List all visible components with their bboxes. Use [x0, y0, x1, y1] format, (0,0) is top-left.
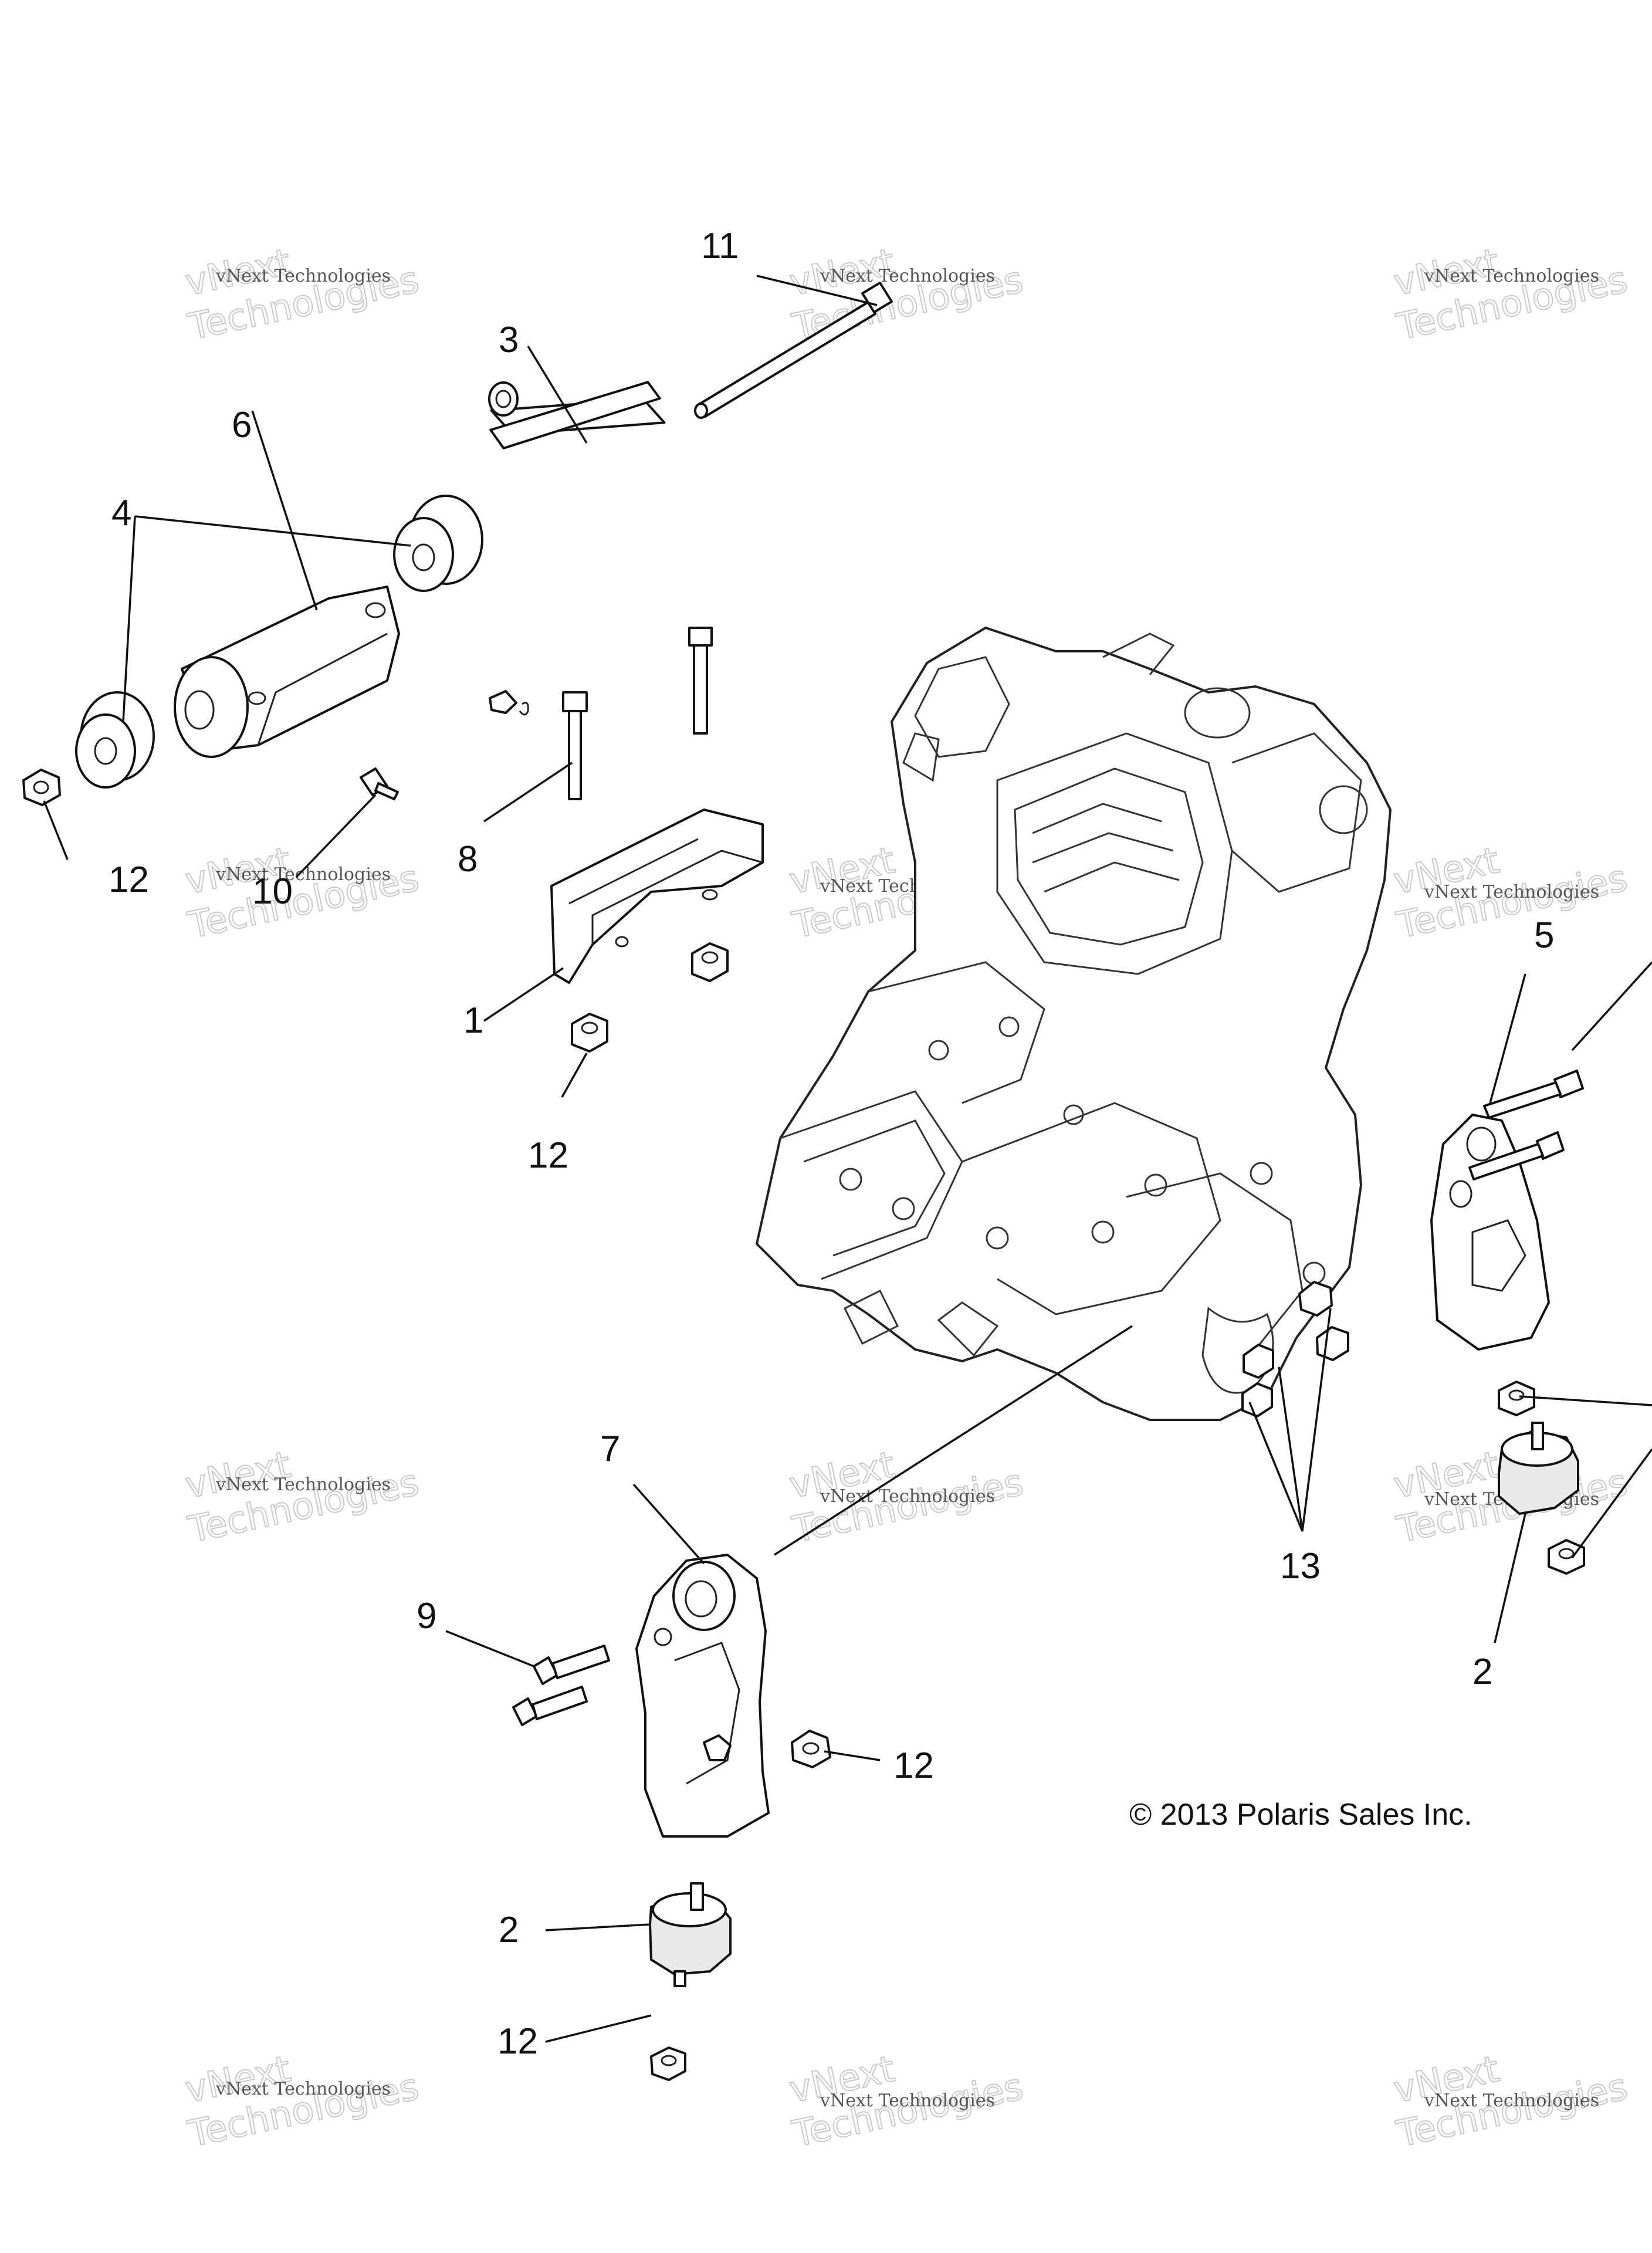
- watermark-small-bottom-right: vNext Technologies: [1424, 2090, 1599, 2111]
- callout-3: 3: [499, 320, 519, 360]
- part-12-nut-d: [791, 1730, 831, 1768]
- copyright-notice: © 2013 Polaris Sales Inc.: [1129, 1798, 1472, 1832]
- watermark-mid-right: vNext Technologies: [1389, 838, 1631, 948]
- watermark-small-mid-right: vNext Technologies: [1424, 882, 1599, 902]
- part-4-bushing-upper: [393, 495, 483, 592]
- part-12-nut-c: [691, 942, 729, 982]
- part-12-nut-g: [1548, 1539, 1585, 1575]
- callout-9: 9: [417, 1596, 436, 1636]
- part-4-bushing-lower: [75, 691, 155, 789]
- watermark-small-bottom-left: vNext Technologies: [215, 2079, 391, 2099]
- part-7-left-mount-bracket: [635, 1554, 770, 1838]
- part-2-rubber-mount-lower: [648, 1882, 732, 1987]
- part-12-nut-b: [571, 1013, 608, 1053]
- callout-11: 11: [701, 226, 739, 266]
- part-12-nut-a: [22, 769, 61, 806]
- part-2-rubber-mount-right: [1498, 1422, 1579, 1515]
- part-9-bolt-upper: [533, 1645, 610, 1685]
- watermark-small-lower-left: vNext Technologies: [215, 1474, 391, 1495]
- callout-4: 4: [111, 493, 131, 533]
- callout-1: 1: [463, 1000, 483, 1041]
- part-13-nut-c: [1243, 1344, 1274, 1379]
- callout-labels: 11 3 6 4 12 10 8 1 12 5 13 2 7 9 12 2 12: [109, 226, 1554, 2062]
- part-13-nut-a: [1298, 1281, 1333, 1317]
- part-13-nut-b: [1316, 1326, 1349, 1361]
- part-8-bolt-right: [688, 627, 713, 735]
- watermark-small-top-right: vNext Technologies: [1424, 266, 1599, 286]
- watermark-bottom-right: vNext Technologies: [1389, 2046, 1631, 2156]
- leader-lines: [43, 275, 1652, 2043]
- part-12-nut-e: [650, 2046, 686, 2081]
- part-8-bolt-left: [562, 691, 588, 800]
- part-5-bolt-upper: [1483, 1070, 1584, 1119]
- callout-8: 8: [458, 839, 478, 879]
- watermark-small-top-left: vNext Technologies: [215, 266, 391, 286]
- part-5-bolt-lower: [1468, 1131, 1565, 1180]
- callout-12-b: 12: [528, 1135, 568, 1176]
- part-9-bolt-lower: [512, 1686, 588, 1726]
- part-11-long-bolt: [694, 282, 893, 419]
- callout-5: 5: [1534, 915, 1554, 956]
- part-clip-small: [489, 690, 529, 716]
- part-1-lower-bracket: [550, 808, 764, 984]
- engine-assembly: [755, 626, 1392, 1421]
- watermark-small-mid-left: vNext Technologies: [215, 864, 391, 885]
- watermark-lower-center: vNext Technologies: [785, 1442, 1027, 1552]
- part-13-nut-d: [1241, 1382, 1273, 1418]
- callout-10: 10: [252, 871, 293, 912]
- callout-2-b: 2: [499, 1910, 519, 1950]
- callout-6: 6: [232, 405, 252, 445]
- callout-13: 13: [1280, 1546, 1321, 1586]
- callout-12-d: 12: [497, 2021, 538, 2062]
- part-3-sleeve-tube: [488, 381, 666, 449]
- part-12-nut-f: [1498, 1381, 1535, 1416]
- watermark-small-bottom-center: vNext Technologies: [820, 2090, 995, 2111]
- part-5-right-mount-bracket: [1430, 1114, 1550, 1351]
- part-6-upper-mount-bracket: [174, 586, 400, 758]
- watermark-bottom-center: vNext Technologies: [785, 2046, 1027, 2156]
- watermark-small-lower-center: vNext Technologies: [820, 1486, 995, 1507]
- callout-2-a: 2: [1472, 1652, 1492, 1692]
- part-10-small-bolt: [360, 767, 399, 800]
- callout-12-a: 12: [109, 860, 149, 900]
- callout-7: 7: [600, 1429, 620, 1469]
- callout-12-c: 12: [893, 1745, 934, 1786]
- watermark-small-top-center: vNext Technologies: [820, 266, 995, 286]
